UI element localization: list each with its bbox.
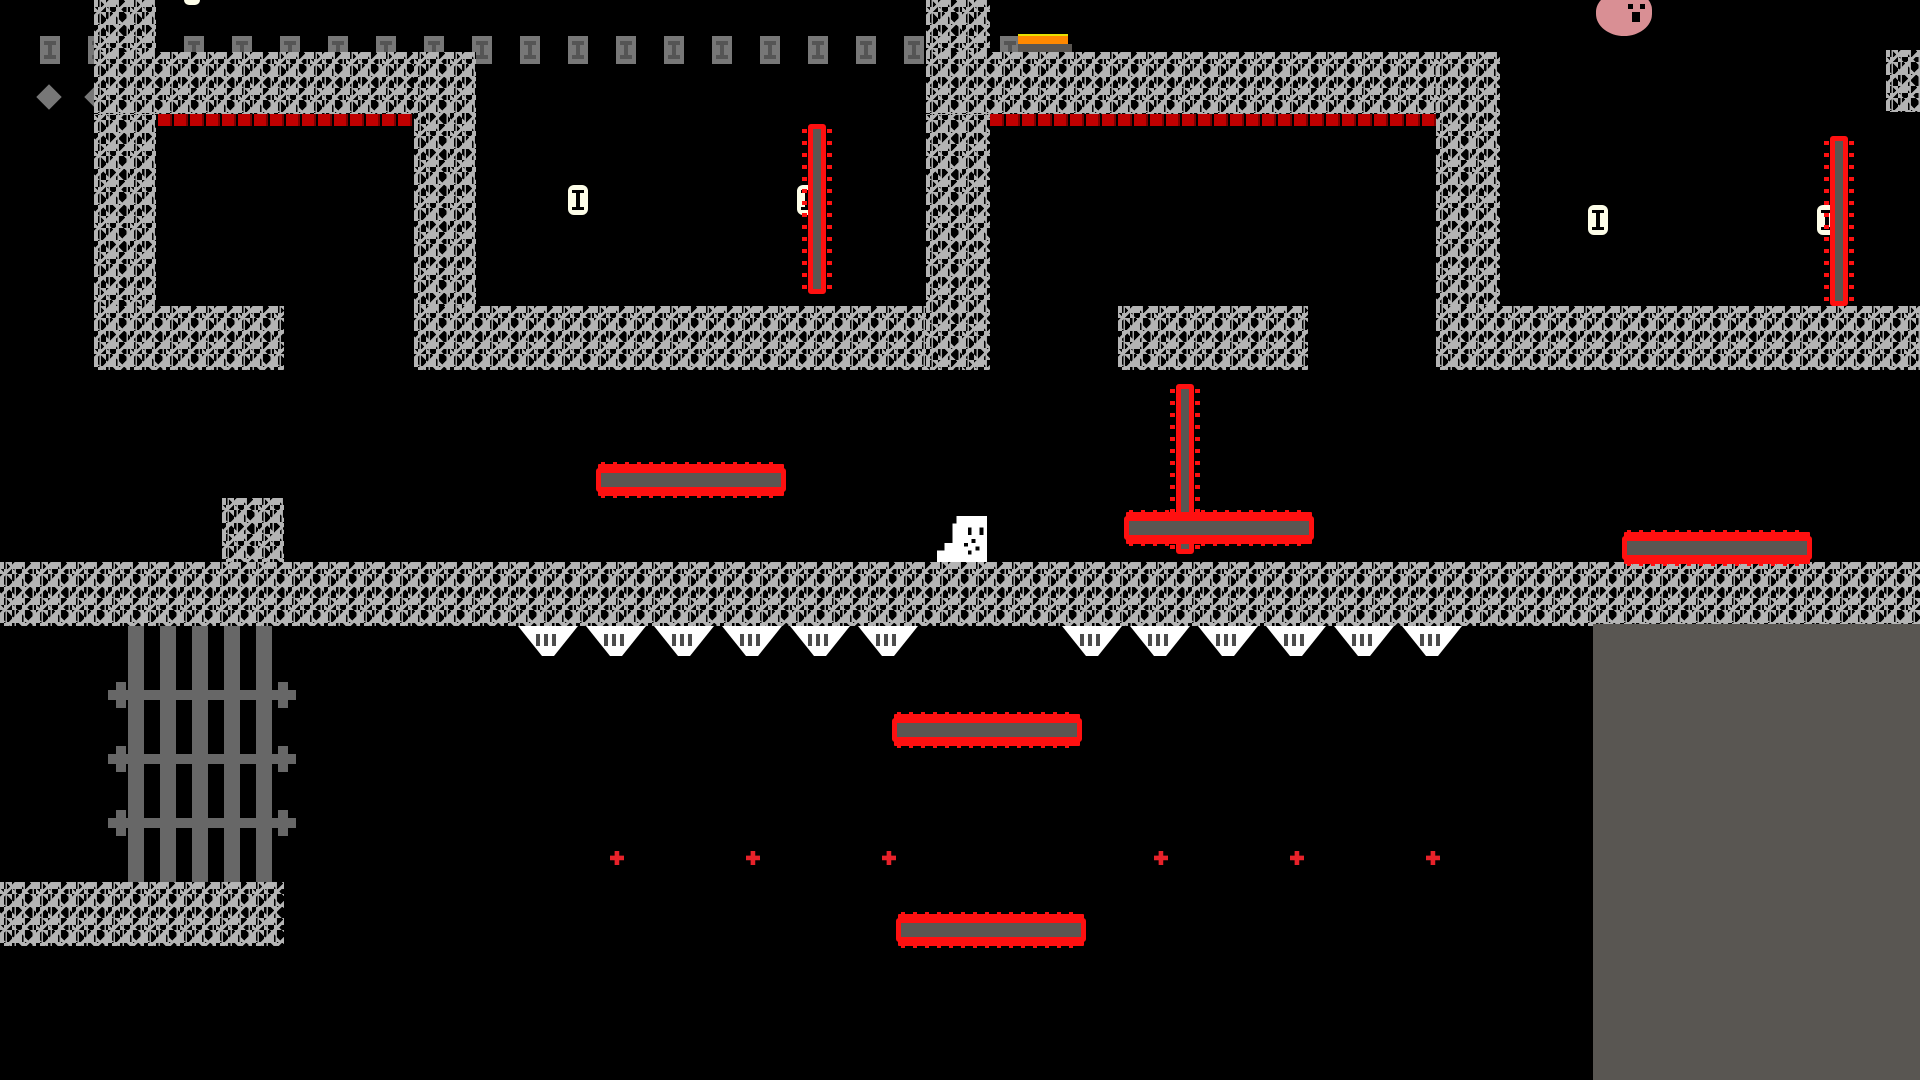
red-dot-icon bbox=[1290, 851, 1304, 865]
stone-wall bbox=[414, 306, 990, 370]
gem-slot-icon bbox=[712, 36, 732, 64]
stone-pillar bbox=[222, 498, 284, 564]
horizontal-saw bbox=[896, 912, 1086, 948]
drip-spike-icon bbox=[858, 626, 918, 656]
gem-slot-icon bbox=[760, 36, 780, 64]
gem-slot-icon bbox=[856, 36, 876, 64]
player-ghost[interactable] bbox=[932, 512, 996, 566]
drip-spike-icon bbox=[1334, 626, 1394, 656]
key-pedestal bbox=[1018, 44, 1072, 52]
stone-wall bbox=[94, 52, 476, 114]
gem-slot-icon bbox=[472, 36, 492, 64]
drip-spike-icon bbox=[1062, 626, 1122, 656]
drip-spike-icon bbox=[1130, 626, 1190, 656]
gem-slot-icon bbox=[808, 36, 828, 64]
vertical-saw bbox=[1824, 136, 1854, 306]
stone-floor bbox=[0, 562, 1920, 626]
red-dot-icon bbox=[610, 851, 624, 865]
coin-icon bbox=[1588, 205, 1608, 235]
gem-slot-icon bbox=[520, 36, 540, 64]
horizontal-saw bbox=[892, 712, 1082, 748]
gem-slot-icon bbox=[904, 36, 924, 64]
red-dot-icon bbox=[746, 851, 760, 865]
ceiling-spikes bbox=[990, 114, 1438, 126]
gem-slot-icon bbox=[40, 36, 60, 64]
red-dot-icon bbox=[882, 851, 896, 865]
red-dot-icon bbox=[1426, 851, 1440, 865]
drip-spike-icon bbox=[790, 626, 850, 656]
drip-spike-icon bbox=[1198, 626, 1258, 656]
exit-block bbox=[1593, 624, 1920, 1080]
drip-spike-icon bbox=[586, 626, 646, 656]
drip-spike-icon bbox=[1266, 626, 1326, 656]
coin-icon bbox=[568, 185, 588, 215]
stone-wall bbox=[94, 306, 284, 370]
drip-spike-icon bbox=[722, 626, 782, 656]
red-dot-icon bbox=[1154, 851, 1168, 865]
gem-slot-icon bbox=[616, 36, 636, 64]
gem-slot-icon bbox=[568, 36, 588, 64]
horizontal-saw bbox=[596, 462, 786, 498]
pink-ghost-enemy bbox=[1596, 0, 1652, 36]
ceiling-spikes bbox=[158, 114, 414, 126]
offscreen-coin bbox=[184, 0, 200, 5]
stone-ledge bbox=[0, 882, 284, 946]
drip-spike-icon bbox=[654, 626, 714, 656]
drip-spike-icon bbox=[518, 626, 578, 656]
iron-gate bbox=[108, 626, 296, 882]
diamond-slot-icon bbox=[36, 84, 62, 110]
horizontal-saw bbox=[1124, 510, 1314, 546]
player-sprite bbox=[937, 515, 988, 563]
vertical-saw bbox=[802, 124, 832, 294]
stone-wall bbox=[1118, 306, 1308, 370]
drip-spike-icon bbox=[1402, 626, 1462, 656]
key-icon bbox=[1018, 34, 1068, 46]
gem-slot-icon bbox=[664, 36, 684, 64]
horizontal-saw bbox=[1622, 530, 1812, 566]
stone-wall bbox=[1436, 306, 1920, 370]
stone-wall bbox=[1886, 50, 1920, 112]
stone-wall bbox=[926, 52, 1500, 114]
